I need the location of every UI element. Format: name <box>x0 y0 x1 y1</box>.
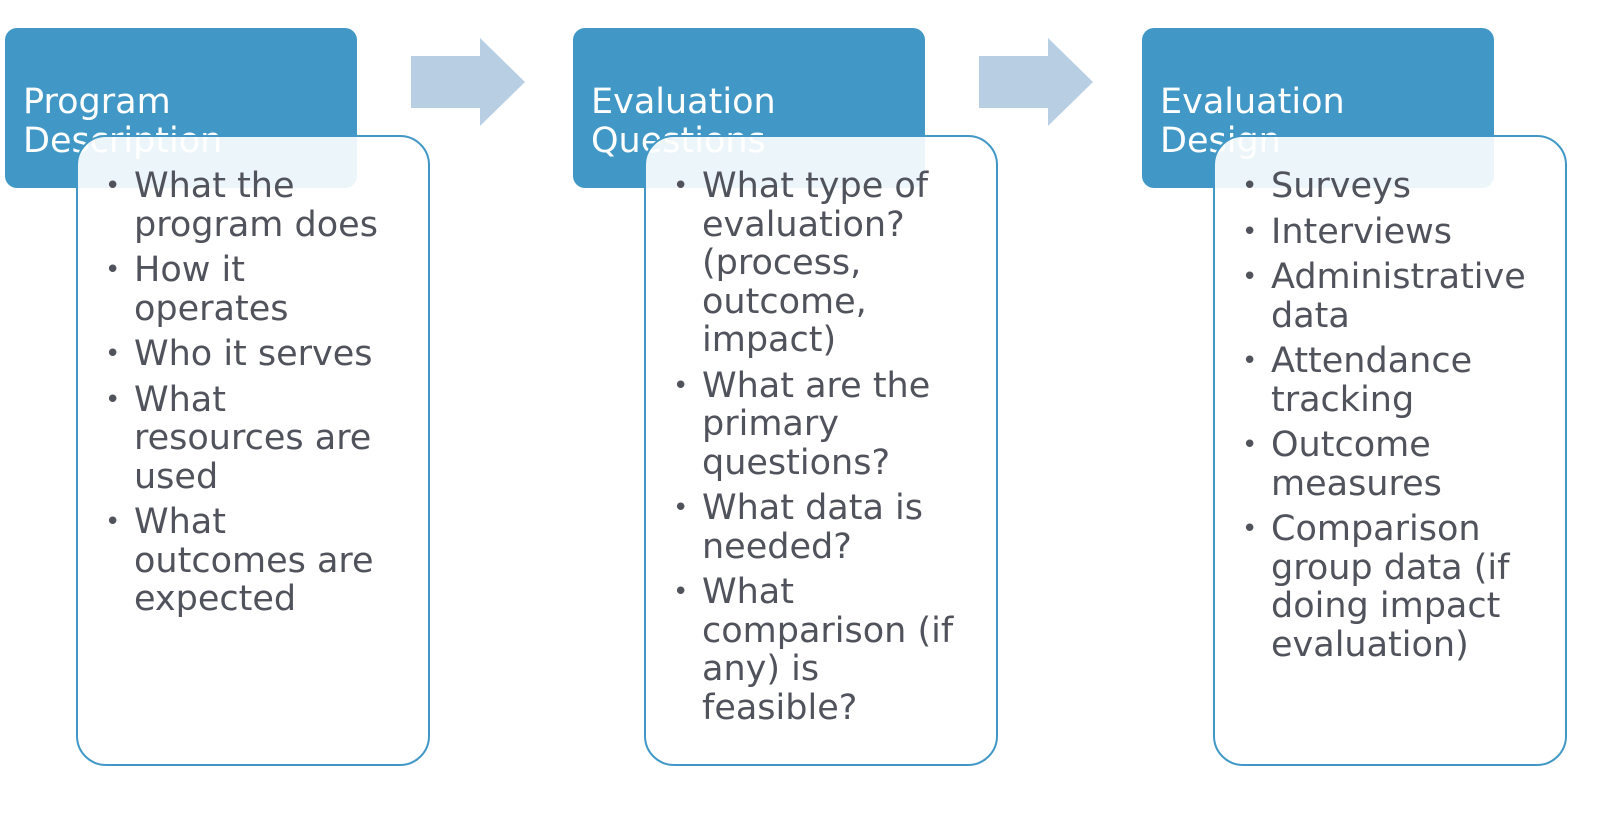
bullet-item: What the program does <box>100 167 418 244</box>
step-3-header: Evaluation Design <box>1142 28 1494 188</box>
bullet-item: What outcomes are expected <box>100 503 418 619</box>
step-2-details: What type of evaluation? (process, outco… <box>644 135 998 766</box>
bullet-item: What are the primary questions? <box>668 366 986 483</box>
bullet-item: How it operates <box>100 251 418 328</box>
bullet-item: Surveys <box>1237 167 1555 206</box>
bullet-item: What data is needed? <box>668 489 986 566</box>
bullet-item: Attendance tracking <box>1237 342 1555 419</box>
step-3-details: Surveys Interviews Administrative data A… <box>1213 135 1567 766</box>
bullet-item: What resources are used <box>100 380 418 497</box>
step-1-bullet-list: What the program does How it operates Wh… <box>100 167 418 619</box>
bullet-item: What type of evaluation? (process, outco… <box>668 167 986 360</box>
right-arrow-icon <box>411 38 525 126</box>
bullet-item: Administrative data <box>1237 258 1555 335</box>
bullet-item: Comparison group data (if doing impact e… <box>1237 510 1555 664</box>
bullet-item: Interviews <box>1237 212 1555 252</box>
bullet-item: Outcome measures <box>1237 426 1555 503</box>
bullet-item: What comparison (if any) is feasible? <box>668 573 986 727</box>
step-1-details: What the program does How it operates Wh… <box>76 135 430 766</box>
bullet-item: Who it serves <box>100 335 418 374</box>
step-2-bullet-list: What type of evaluation? (process, outco… <box>668 167 986 727</box>
right-arrow-icon <box>979 38 1093 126</box>
step-3-bullet-list: Surveys Interviews Administrative data A… <box>1237 167 1555 664</box>
